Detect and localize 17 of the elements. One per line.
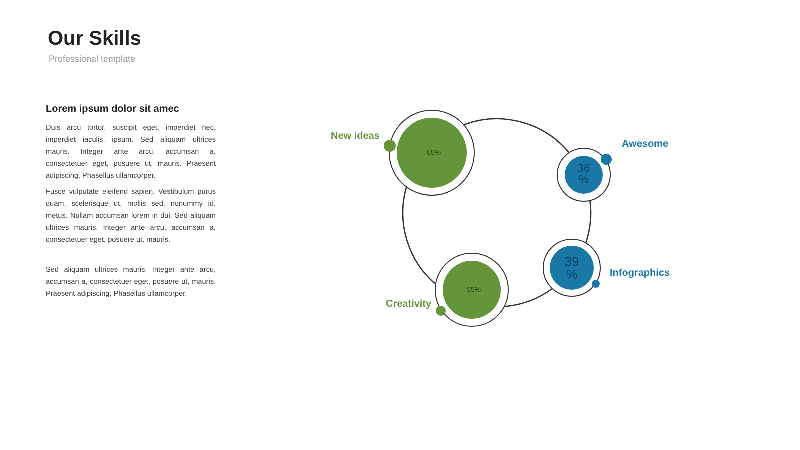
connector-arc (402, 186, 436, 285)
circle-outline (389, 110, 475, 196)
title: Our Skills (48, 28, 142, 51)
connector-arc (463, 118, 570, 153)
percent-value: 36 % (576, 164, 592, 186)
skill-label: Creativity (386, 299, 432, 310)
skill-label: New ideas (331, 131, 380, 142)
subtitle: Professional template (49, 54, 136, 64)
connector-arc (585, 201, 592, 243)
skill-label: Awesome (622, 139, 669, 150)
heading: Lorem ipsum dolor sit amec (46, 104, 180, 115)
percent-value: 39 % (564, 255, 580, 281)
skill-label: Infographics (610, 268, 670, 279)
circle-outline (557, 148, 611, 202)
circle-outline (543, 239, 601, 297)
circle-outline (435, 253, 509, 327)
connector-arc (504, 288, 553, 308)
